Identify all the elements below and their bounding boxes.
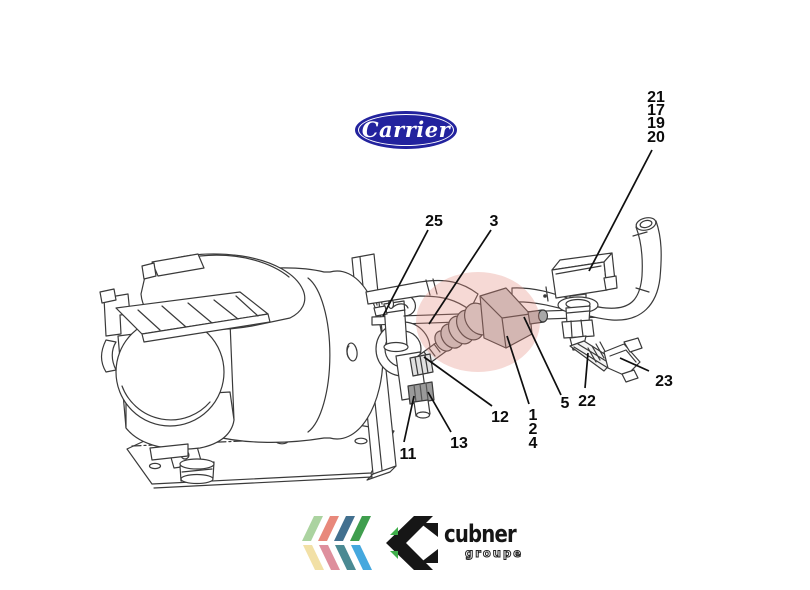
cubner-chevron-shape: [302, 516, 323, 541]
callout-labels: 21 17 19 20 25 3 12 13 11 1 2 4 5 22 23: [400, 89, 673, 463]
leader-lines: [382, 149, 653, 443]
cubner-logo-tagline: groupe: [464, 546, 524, 560]
cubner-chevrons-svg: [302, 516, 438, 570]
callout-5: 5: [561, 395, 570, 412]
drawing-root: [99, 217, 662, 489]
cubner-chevron-shape: [303, 545, 324, 570]
callout-23: 23: [655, 373, 673, 390]
callout-12: 12: [491, 409, 509, 426]
callout-11: 11: [400, 446, 417, 463]
diagram-highlight: [416, 272, 540, 372]
callout-20: 20: [647, 129, 665, 146]
wire-harness-connector: [569, 337, 643, 383]
carrier-logo: Carrier: [355, 111, 457, 149]
cubner-logo-name: cubner: [444, 520, 517, 548]
cubner-chevron-shape: [335, 545, 356, 570]
cubner-chevron-shape: [351, 545, 372, 570]
callout-25: 25: [425, 213, 443, 230]
cubner-groupe-logo: cubner groupe: [300, 512, 540, 580]
cubner-chevron-shape: [390, 551, 398, 559]
callout-2: 2: [529, 421, 538, 438]
callout-13: 13: [450, 435, 468, 452]
callout-1: 1: [529, 407, 538, 424]
unloader-valve: [434, 287, 549, 352]
callout-4: 4: [529, 435, 538, 452]
callout-19: 19: [647, 115, 665, 132]
carrier-logo-ring: [358, 114, 454, 146]
callout-3: 3: [490, 213, 499, 230]
compressor-head: [99, 253, 306, 461]
callout-17: 17: [647, 102, 665, 119]
cubner-chevron-shape: [334, 516, 355, 541]
cubner-chevron-shape: [319, 545, 340, 570]
cubner-chevron-shape: [390, 527, 398, 535]
cubner-chevron-shape: [420, 549, 438, 563]
cubner-chevron-shape: [420, 523, 438, 537]
carrier-logo-text: Carrier: [361, 116, 451, 142]
cubner-chevron-shape: [318, 516, 339, 541]
callout-22: 22: [578, 393, 596, 410]
pressure-switch: [551, 252, 618, 351]
callout-21: 21: [647, 89, 665, 106]
cubner-chevron-shape: [350, 516, 371, 541]
cubner-chevron-shape: [386, 516, 433, 570]
